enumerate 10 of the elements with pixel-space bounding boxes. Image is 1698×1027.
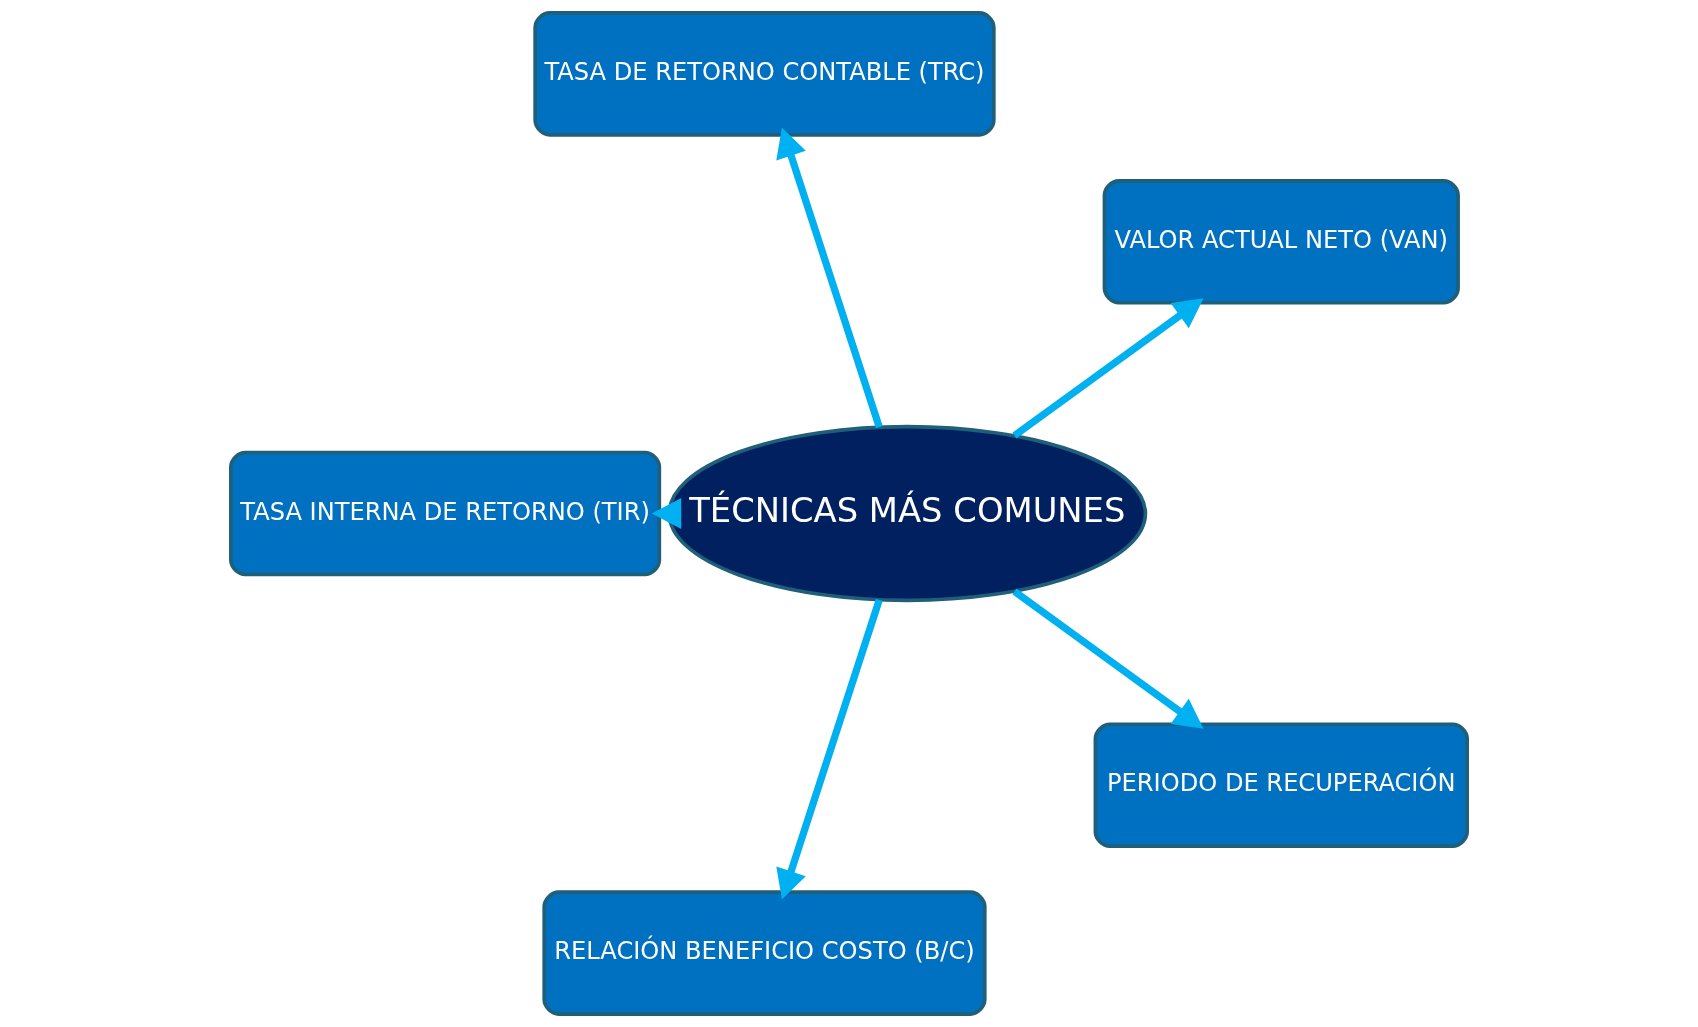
node-box: TASA DE RETORNO CONTABLE (TRC) [533,11,996,137]
arrow [776,598,883,900]
arrow [776,127,883,429]
arrow [1012,298,1204,439]
node-box: PERIODO DE RECUPERACIÓN [1093,722,1469,848]
arrow [651,498,682,529]
node-box: RELACIÓN BENEFICIO COSTO (B/C) [542,890,987,1016]
node-box: TASA INTERNA DE RETORNO (TIR) [229,450,662,577]
arrow [1012,588,1204,729]
node-box: VALOR ACTUAL NETO (VAN) [1102,179,1460,305]
